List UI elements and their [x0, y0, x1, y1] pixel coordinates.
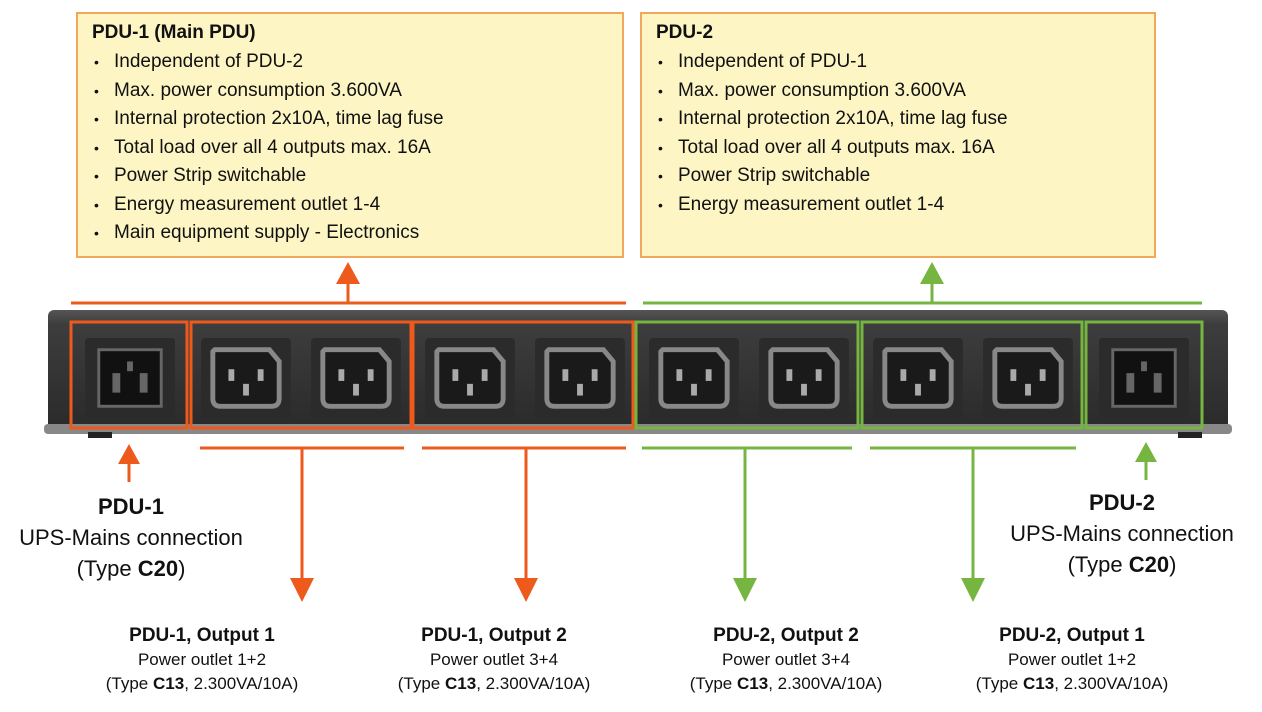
output-subtitle: Power outlet 1+2	[137, 650, 267, 669]
output-label-pdu2-output2: PDU-2, Output 2 Power outlet 3+4 (Type C…	[646, 624, 926, 696]
strip-foot	[1178, 432, 1202, 438]
pdu2-info-box: PDU-2 Independent of PDU-1 Max. power co…	[640, 12, 1156, 258]
c13-socket-5	[649, 338, 739, 418]
pdu1-output1-down-arrow-icon	[290, 578, 314, 602]
output-subtitle: Power outlet 3+4	[721, 650, 851, 669]
c13-socket-7	[873, 338, 963, 418]
c13-socket-2	[311, 338, 401, 418]
pdu2-connection-label: PDU-2 UPS-Mains connection (Type C20)	[984, 488, 1260, 580]
pdu1-output2-down-arrow-icon	[514, 578, 538, 602]
pdu2-connection-subtitle: UPS-Mains connection	[1010, 521, 1234, 546]
pdu1-info-item: Power Strip switchable	[92, 162, 610, 191]
pdu1-inlet-up-arrow-icon	[118, 444, 140, 464]
pdu2-info-item: Total load over all 4 outputs max. 16A	[656, 134, 1142, 163]
pdu2-output1-down-arrow-icon	[961, 578, 985, 602]
pdu1-info-list: Independent of PDU-2 Max. power consumpt…	[92, 48, 610, 248]
output-title: PDU-2, Output 1	[999, 625, 1145, 646]
pdu1-info-item: Max. power consumption 3.600VA	[92, 77, 610, 106]
pdu2-info-title: PDU-2	[656, 22, 714, 43]
pdu1-connection-type: (Type C20)	[76, 556, 186, 581]
output-type: (Type C13, 2.300VA/10A)	[689, 674, 883, 693]
pdu2-connection-title: PDU-2	[1088, 490, 1155, 515]
strip-foot	[88, 432, 112, 438]
pdu1-inlet-frame	[69, 320, 189, 430]
c13-socket-6	[759, 338, 849, 418]
pdu2-connection-type: (Type C20)	[1067, 552, 1177, 577]
pdu2-inlet-up-arrow-icon	[1135, 442, 1157, 462]
pdu1-connection-subtitle: UPS-Mains connection	[19, 525, 243, 550]
c20-inlet-pdu2	[1098, 338, 1190, 418]
pdu1-info-item: Internal protection 2x10A, time lag fuse	[92, 105, 610, 134]
pdu2-inlet-frame	[1084, 320, 1204, 430]
output-label-pdu2-output1: PDU-2, Output 1 Power outlet 1+2 (Type C…	[932, 624, 1212, 696]
c13-socket-8	[983, 338, 1073, 418]
pdu1-info-box: PDU-1 (Main PDU) Independent of PDU-2 Ma…	[76, 12, 624, 258]
pdu1-connection-title: PDU-1	[97, 494, 164, 519]
pdu2-info-item: Max. power consumption 3.600VA	[656, 77, 1142, 106]
output-subtitle: Power outlet 3+4	[429, 650, 559, 669]
output-label-pdu1-output1: PDU-1, Output 1 Power outlet 1+2 (Type C…	[62, 624, 342, 696]
pdu1-info-item: Main equipment supply - Electronics	[92, 219, 610, 248]
output-title: PDU-1, Output 1	[129, 625, 275, 646]
pdu2-output1-frame	[860, 320, 1084, 430]
pdu1-info-item: Energy measurement outlet 1-4	[92, 191, 610, 220]
c13-socket-1	[201, 338, 291, 418]
pdu2-info-list: Independent of PDU-1 Max. power consumpt…	[656, 48, 1142, 219]
pdu2-output2-frame	[634, 320, 860, 430]
pdu1-info-item: Independent of PDU-2	[92, 48, 610, 77]
output-title: PDU-2, Output 2	[713, 625, 859, 646]
pdu1-info-item: Total load over all 4 outputs max. 16A	[92, 134, 610, 163]
pdu1-output2-frame	[411, 320, 635, 430]
output-title: PDU-1, Output 2	[421, 625, 567, 646]
output-type: (Type C13, 2.300VA/10A)	[397, 674, 591, 693]
pdu2-info-item: Energy measurement outlet 1-4	[656, 191, 1142, 220]
pdu2-output2-down-arrow-icon	[733, 578, 757, 602]
pdu1-output1-frame	[189, 320, 413, 430]
pdu2-info-item: Independent of PDU-1	[656, 48, 1142, 77]
pdu2-info-item: Power Strip switchable	[656, 162, 1142, 191]
output-type: (Type C13, 2.300VA/10A)	[975, 674, 1169, 693]
c20-inlet-pdu1	[84, 338, 176, 418]
pdu2-info-item: Internal protection 2x10A, time lag fuse	[656, 105, 1142, 134]
output-label-pdu1-output2: PDU-1, Output 2 Power outlet 3+4 (Type C…	[354, 624, 634, 696]
pdu2-up-arrow-icon	[920, 262, 944, 284]
c13-socket-3	[425, 338, 515, 418]
c13-socket-4	[535, 338, 625, 418]
output-subtitle: Power outlet 1+2	[1007, 650, 1137, 669]
pdu1-connection-label: PDU-1 UPS-Mains connection (Type C20)	[0, 492, 262, 584]
pdu1-up-arrow-icon	[336, 262, 360, 284]
output-type: (Type C13, 2.300VA/10A)	[105, 674, 299, 693]
pdu1-info-title: PDU-1 (Main PDU)	[92, 22, 256, 43]
